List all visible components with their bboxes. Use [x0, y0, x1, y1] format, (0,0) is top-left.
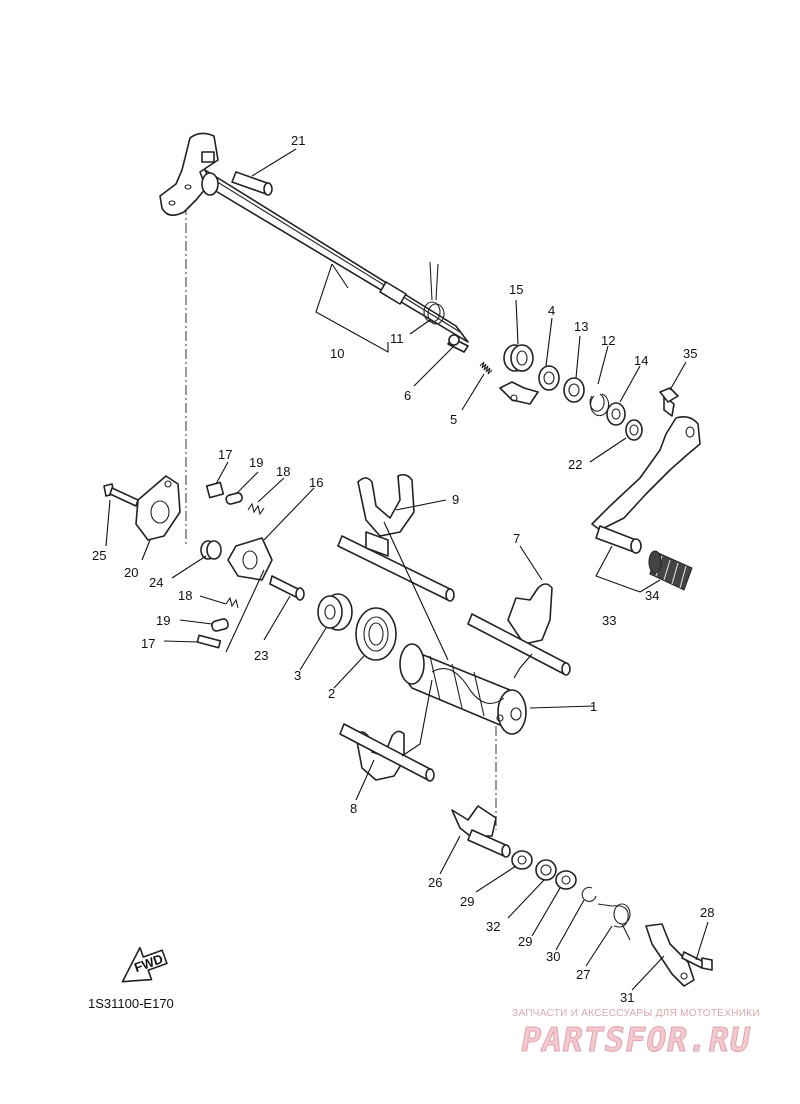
callout-2: 2 [328, 686, 335, 701]
washer-4 [538, 365, 560, 391]
callout-34: 34 [645, 588, 659, 603]
callout-27: 27 [576, 967, 590, 982]
callout-16: 16 [309, 475, 323, 490]
shift-fork-8 [339, 723, 435, 782]
callout-6: 6 [404, 388, 411, 403]
callout-17-upper: 17 [218, 447, 232, 462]
callout-25: 25 [92, 548, 106, 563]
pawl-17-lower [196, 634, 222, 649]
pedal-rubber-34 [648, 550, 693, 591]
callout-18-lower: 18 [178, 588, 192, 603]
callout-3: 3 [294, 668, 301, 683]
callout-12: 12 [601, 333, 615, 348]
lever-31 [645, 923, 695, 987]
callout-15: 15 [509, 282, 523, 297]
callout-10: 10 [330, 346, 344, 361]
callout-29-lower: 29 [518, 934, 532, 949]
callout-30: 30 [546, 949, 560, 964]
callout-29-upper: 29 [460, 894, 474, 909]
shift-fork-9 [337, 473, 455, 602]
callout-28: 28 [700, 905, 714, 920]
figure-code: 1S31100-E170 [88, 996, 174, 1011]
watermark: ЗАПЧАСТИ И АКСЕССУАРЫ ДЛЯ МОТОТЕХНИКИ PA… [476, 1008, 796, 1060]
pin-19-upper [225, 492, 243, 505]
callout-17-lower: 17 [141, 636, 155, 651]
washer-13 [563, 377, 585, 403]
pawl-17-upper [205, 481, 225, 499]
callout-4: 4 [548, 303, 555, 318]
watermark-brand: PARTSFOR.RU [517, 1020, 755, 1060]
callout-7: 7 [513, 531, 520, 546]
callout-31: 31 [620, 990, 634, 1005]
callout-19-lower: 19 [156, 613, 170, 628]
callout-14: 14 [634, 353, 648, 368]
collar-15 [503, 344, 534, 372]
shift-pedal-33 [591, 416, 701, 554]
callout-13: 13 [574, 319, 588, 334]
plate-20 [135, 475, 181, 541]
callout-24: 24 [149, 575, 163, 590]
callout-21: 21 [291, 133, 305, 148]
callout-22: 22 [568, 457, 582, 472]
callout-8: 8 [350, 801, 357, 816]
shift-arm-26 [451, 805, 511, 858]
collar-24 [200, 540, 222, 560]
shift-fork-7 [467, 583, 571, 676]
torsion-spring-11 [423, 261, 445, 325]
lever-5 [499, 381, 539, 405]
callout-1: 1 [590, 699, 597, 714]
spring-18-lower [225, 596, 239, 609]
callout-5: 5 [450, 412, 457, 427]
shift-shaft [159, 132, 469, 343]
alignment-lines [185, 205, 497, 830]
callout-numbers: 1 2 3 4 5 6 7 8 9 10 11 12 13 14 15 16 1… [92, 133, 714, 1005]
callout-9: 9 [452, 492, 459, 507]
bolt-23 [269, 575, 305, 601]
circlip-30 [581, 886, 597, 902]
washer-29-lower [555, 870, 577, 890]
callout-19-upper: 19 [249, 455, 263, 470]
washer-14 [606, 402, 626, 426]
callout-18-upper: 18 [276, 464, 290, 479]
collar-32 [535, 859, 557, 881]
oil-seal-22 [625, 419, 643, 441]
spring-18-upper [247, 502, 265, 516]
washer-29-upper [511, 850, 533, 870]
callout-26: 26 [428, 875, 442, 890]
bolt-25 [103, 483, 139, 507]
bolt-35 [659, 387, 679, 417]
leader-lines [105, 148, 709, 991]
pin-19-lower [211, 618, 229, 632]
callout-11: 11 [390, 331, 404, 346]
watermark-tagline: ЗАПЧАСТИ И АКСЕССУАРЫ ДЛЯ МОТОТЕХНИКИ [512, 1008, 760, 1019]
bearing-2 [355, 607, 397, 661]
callout-33: 33 [602, 613, 616, 628]
spring-27 [597, 903, 631, 941]
shift-drum-1 [399, 643, 527, 735]
pin-21 [231, 171, 273, 196]
stopper-16 [227, 537, 273, 581]
spring-5 [479, 361, 493, 375]
callout-20: 20 [124, 565, 138, 580]
callout-23: 23 [254, 648, 268, 663]
bolt-6 [447, 334, 469, 353]
circlip-12 [589, 393, 610, 417]
callout-32: 32 [486, 919, 500, 934]
segment-3 [317, 593, 353, 631]
bolt-28 [681, 951, 713, 971]
fwd-arrow-icon: FWD [121, 946, 168, 983]
callout-35: 35 [683, 346, 697, 361]
